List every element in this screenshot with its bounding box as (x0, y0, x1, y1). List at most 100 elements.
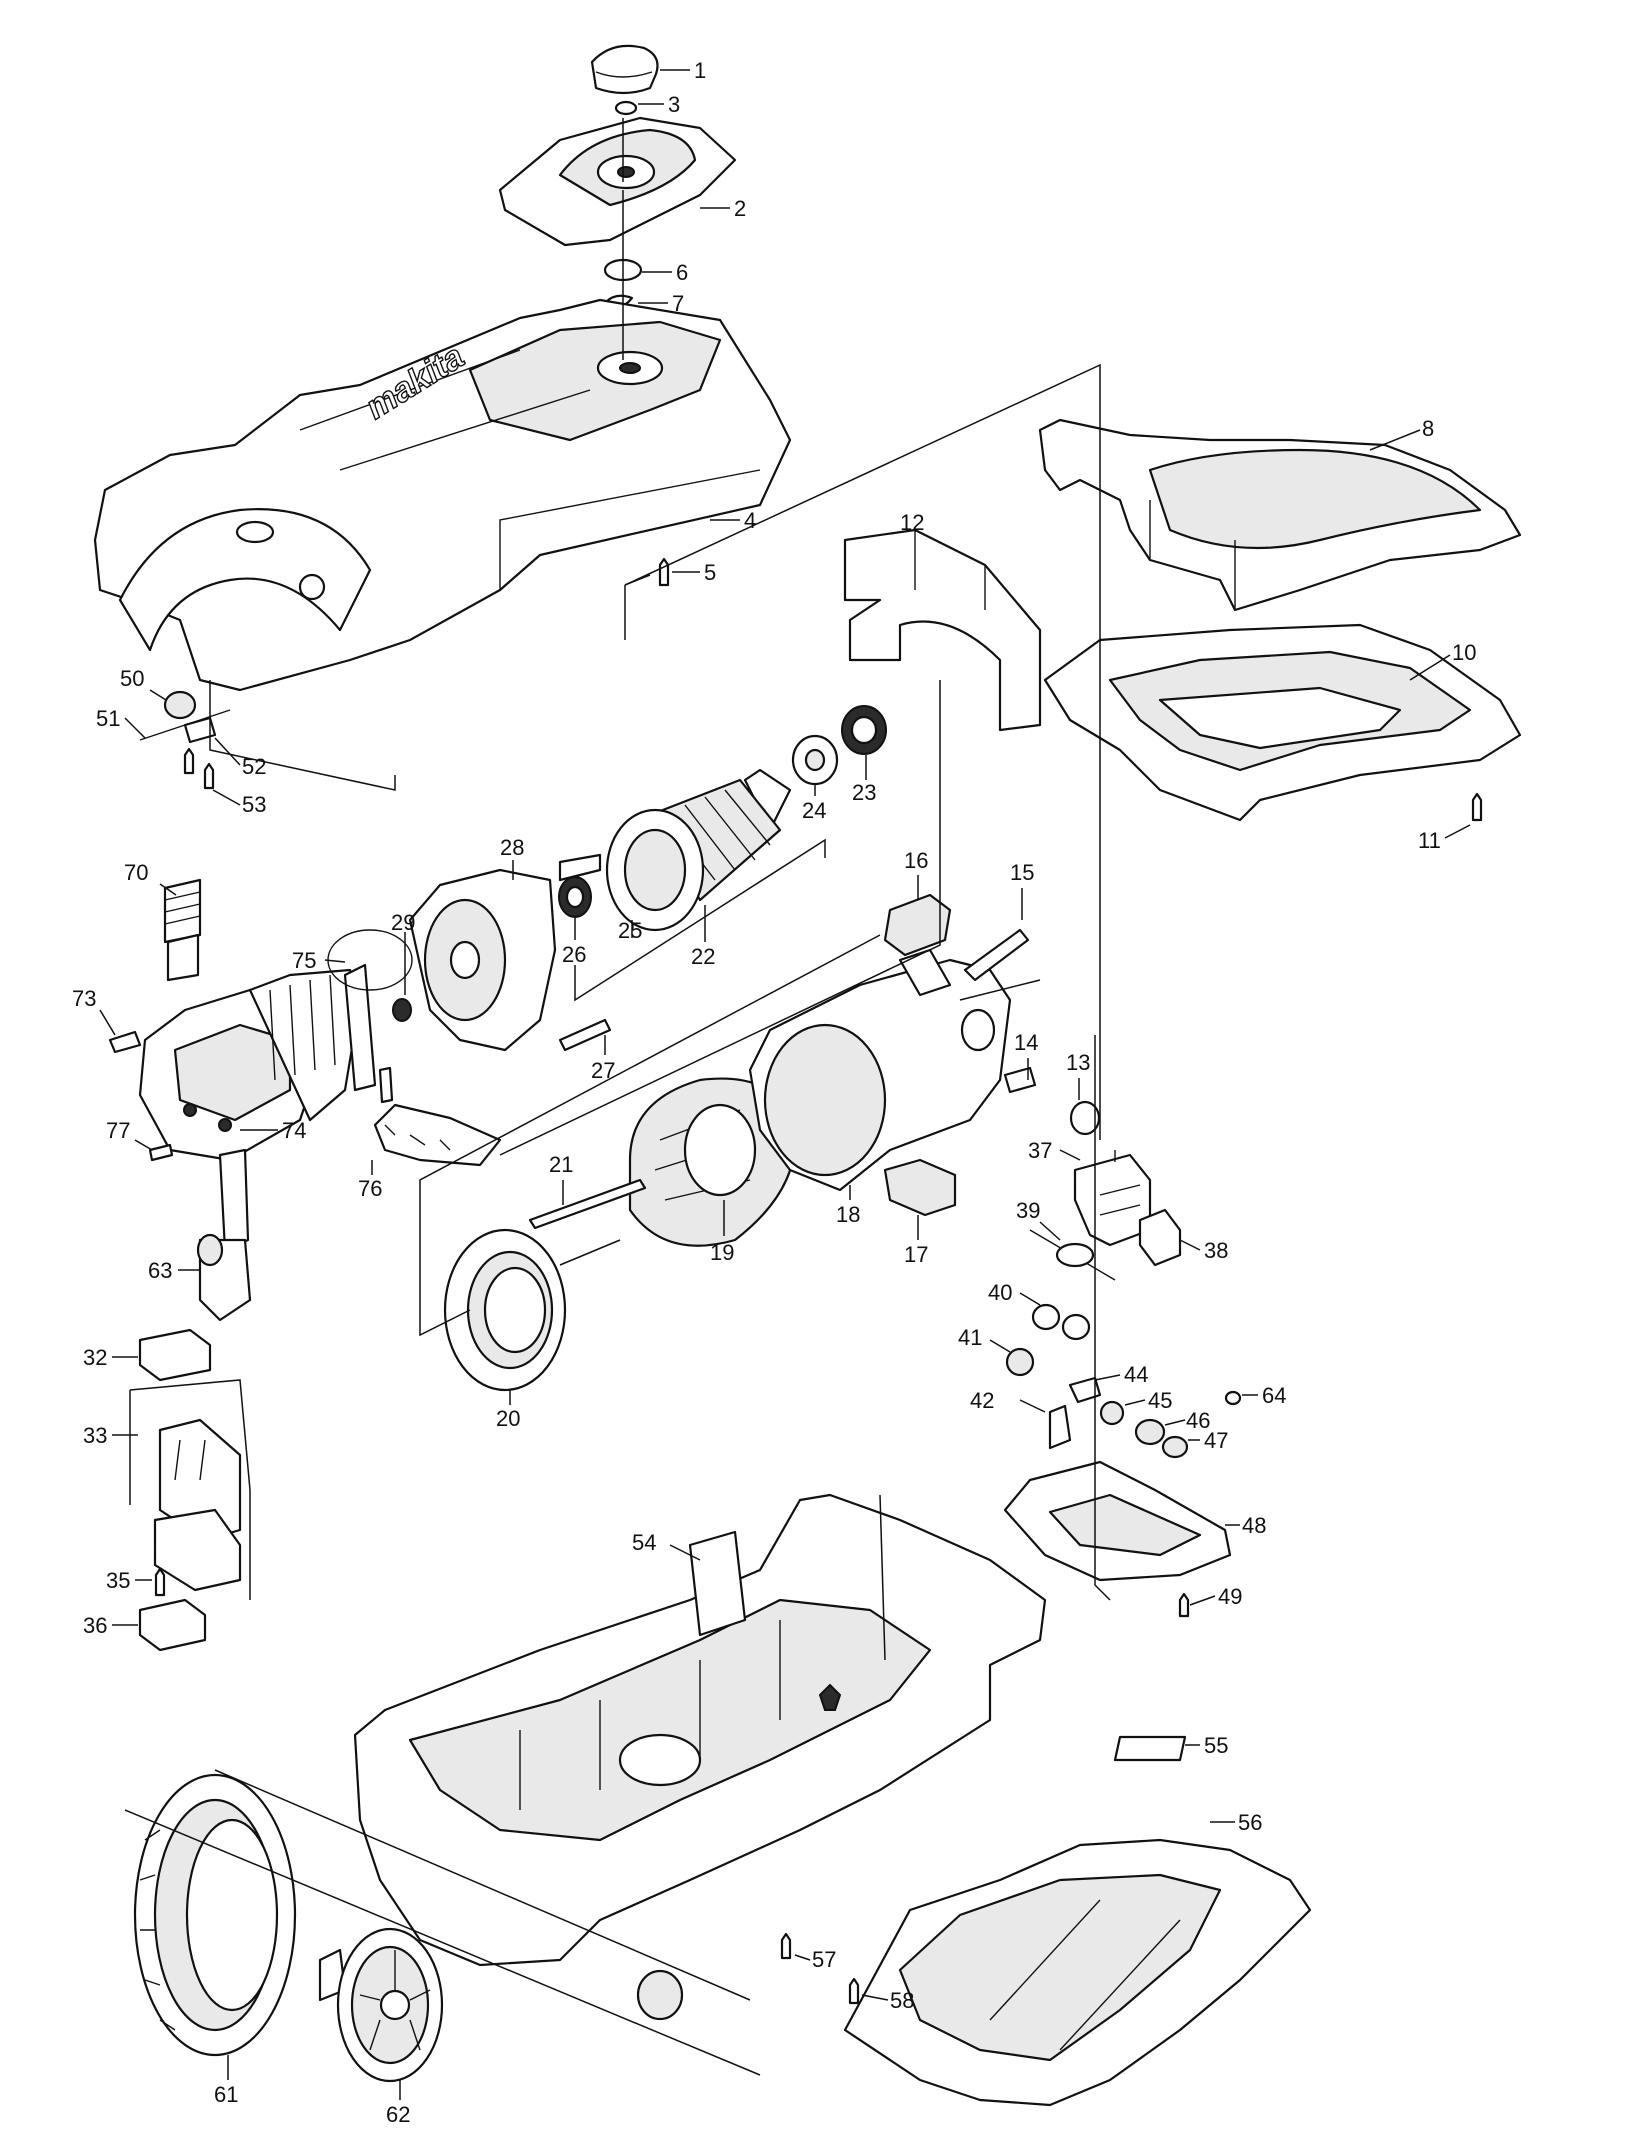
callout-1: 1 (660, 58, 706, 83)
callout-28: 28 (500, 835, 524, 880)
svg-text:74: 74 (282, 1118, 306, 1143)
wheel (133, 1773, 297, 2057)
fan-baffle-ring (443, 1228, 567, 1392)
svg-text:18: 18 (836, 1202, 860, 1227)
callout-21: 21 (549, 1152, 573, 1205)
svg-text:22: 22 (691, 944, 715, 969)
callout-52: 52 (214, 737, 266, 779)
callout-55: 55 (1185, 1733, 1228, 1758)
svg-text:57: 57 (812, 1947, 836, 1972)
cushion-upper (883, 893, 952, 957)
callout-26: 26 (562, 918, 586, 967)
callout-41: 41 (958, 1325, 1011, 1353)
callout-19: 19 (710, 1200, 734, 1265)
top-cover: makita (93, 298, 792, 692)
svg-text:50: 50 (120, 666, 144, 691)
bracket-screw (558, 1018, 612, 1052)
handle-base-frame (1043, 623, 1522, 822)
small-o-ring (614, 100, 638, 116)
brush-holder-cap (1069, 1100, 1101, 1136)
cord-hook (138, 1598, 207, 1652)
handle-screw (1471, 792, 1483, 822)
switch-cover-screw (1178, 1592, 1190, 1618)
callout-35: 35 (106, 1568, 152, 1593)
callout-3: 3 (638, 92, 680, 117)
callout-12: 12 (900, 510, 924, 535)
svg-text:41: 41 (958, 1325, 982, 1350)
svg-text:19: 19 (710, 1240, 734, 1265)
callout-47: 47 (1188, 1428, 1228, 1453)
carry-handle (1038, 418, 1522, 612)
knob (590, 44, 659, 95)
callout-37: 37 (1028, 1138, 1081, 1163)
hose-connector-screw (183, 747, 195, 775)
svg-text:33: 33 (83, 1423, 107, 1448)
end-bracket (408, 868, 557, 1052)
knob-housing (498, 116, 737, 247)
svg-text:42: 42 (970, 1388, 994, 1413)
pump-tag-77 (148, 1143, 174, 1162)
carbon-brush (1003, 1066, 1037, 1094)
hose-hook (138, 1328, 212, 1382)
housing-bolt (963, 928, 1030, 982)
callout-48: 48 (1225, 1513, 1266, 1538)
svg-text:55: 55 (1204, 1733, 1228, 1758)
svg-text:49: 49 (1218, 1584, 1242, 1609)
pump-tag-73 (108, 1030, 142, 1054)
svg-text:23: 23 (852, 780, 876, 805)
callout-24: 24 (802, 785, 826, 823)
callout-25: 25 (618, 918, 642, 943)
svg-text:70: 70 (124, 860, 148, 885)
pump-unit (138, 963, 377, 1162)
callout-23: 23 (852, 755, 876, 805)
stator-bolt (528, 1178, 647, 1230)
callout-53: 53 (212, 789, 266, 817)
callout-27: 27 (591, 1035, 615, 1083)
nameplate-label (1113, 1735, 1187, 1762)
svg-text:77: 77 (106, 1118, 130, 1143)
oil-seal (392, 998, 412, 1022)
svg-text:53: 53 (242, 792, 266, 817)
svg-text:16: 16 (904, 848, 928, 873)
callout-32: 32 (83, 1345, 138, 1370)
callout-6: 6 (642, 260, 688, 285)
inlet-elbow (196, 1148, 252, 1322)
hose-connector (139, 690, 231, 744)
svg-text:6: 6 (676, 260, 688, 285)
callout-33: 33 (83, 1423, 138, 1448)
svg-text:75: 75 (292, 948, 316, 973)
motor-housing (748, 948, 1012, 1192)
pump-clamp (373, 1066, 502, 1167)
cover-screw (658, 557, 670, 587)
capacitor (1029, 1229, 1116, 1281)
svg-text:37: 37 (1028, 1138, 1052, 1163)
svg-text:54: 54 (632, 1530, 656, 1555)
svg-text:7: 7 (672, 291, 684, 316)
callout-15: 15 (1010, 860, 1034, 920)
svg-text:14: 14 (1014, 1030, 1038, 1055)
callout-57: 57 (794, 1947, 836, 1972)
svg-text:63: 63 (148, 1258, 172, 1283)
svg-text:45: 45 (1148, 1388, 1172, 1413)
callout-73: 73 (72, 986, 116, 1036)
callout-40: 40 (988, 1280, 1041, 1306)
callout-4: 4 (710, 508, 756, 533)
svg-text:46: 46 (1186, 1408, 1210, 1433)
terminal-block (1138, 1208, 1182, 1267)
switch-cover (1003, 1460, 1232, 1582)
svg-text:26: 26 (562, 942, 586, 967)
cord-grommet (1099, 1400, 1125, 1426)
bottom-cover (843, 1838, 1312, 2107)
hose-holder-assembly (153, 1418, 242, 1592)
svg-text:17: 17 (904, 1242, 928, 1267)
hose-connector-screw-2 (203, 762, 215, 790)
callout-49: 49 (1189, 1584, 1242, 1609)
svg-text:73: 73 (72, 986, 96, 1011)
callout-38: 38 (1179, 1238, 1228, 1263)
callout-70: 70 (124, 860, 177, 896)
svg-text:4: 4 (744, 508, 756, 533)
callout-14: 14 (1014, 1030, 1038, 1080)
svg-text:1: 1 (694, 58, 706, 83)
bottom-screw-2 (848, 1977, 860, 2005)
